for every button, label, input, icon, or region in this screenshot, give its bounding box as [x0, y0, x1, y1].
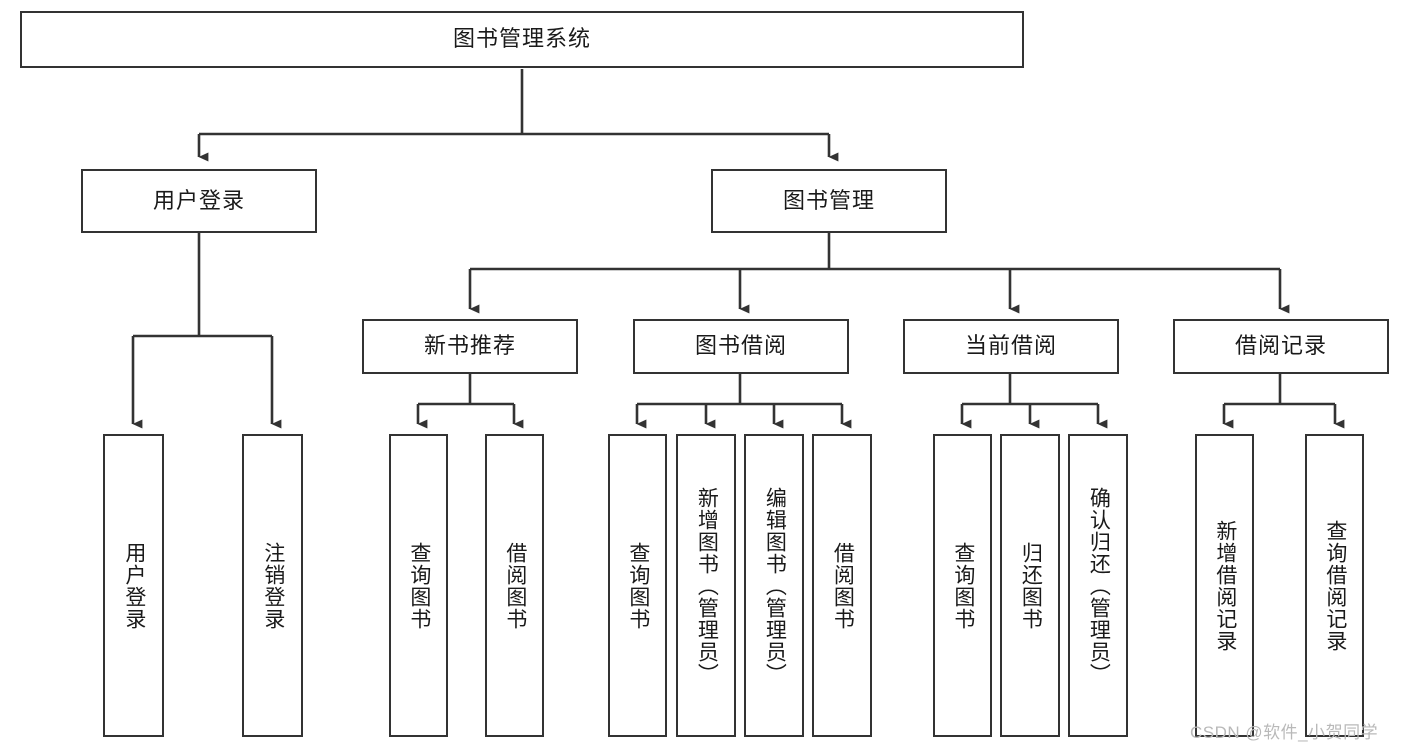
node-leaf-query-book-1[interactable]: 查询图书 [389, 434, 448, 737]
node-leaf-query-book-2[interactable]: 查询图书 [608, 434, 667, 737]
node-leaf-query-record-label: 查询借阅记录 [1323, 519, 1347, 652]
node-user-login[interactable]: 用户登录 [81, 169, 317, 233]
node-leaf-add-book[interactable]: 新增图书（管理员） [676, 434, 736, 737]
node-leaf-user-login-label: 用户登录 [122, 541, 146, 630]
node-user-login-label: 用户登录 [152, 187, 245, 213]
node-leaf-query-record[interactable]: 查询借阅记录 [1305, 434, 1364, 737]
node-leaf-user-login[interactable]: 用户登录 [103, 434, 164, 737]
node-book-manage[interactable]: 图书管理 [711, 169, 947, 233]
node-leaf-logout-login[interactable]: 注销登录 [242, 434, 303, 737]
node-leaf-return-book-label: 归还图书 [1019, 541, 1043, 630]
node-new-book-recommend[interactable]: 新书推荐 [362, 319, 578, 374]
node-book-borrow[interactable]: 图书借阅 [633, 319, 849, 374]
node-leaf-borrow-book-1-label: 借阅图书 [503, 541, 527, 630]
node-leaf-borrow-book-1[interactable]: 借阅图书 [485, 434, 544, 737]
node-leaf-logout-login-label: 注销登录 [261, 541, 285, 630]
node-borrow-record-label: 借阅记录 [1234, 333, 1327, 359]
node-borrow-record[interactable]: 借阅记录 [1173, 319, 1389, 374]
node-leaf-edit-book[interactable]: 编辑图书（管理员） [744, 434, 804, 737]
node-leaf-query-book-3-label: 查询图书 [951, 541, 975, 630]
node-root[interactable]: 图书管理系统 [20, 11, 1024, 68]
node-book-manage-label: 图书管理 [782, 187, 875, 213]
node-leaf-borrow-book-2[interactable]: 借阅图书 [812, 434, 872, 737]
node-leaf-add-record-label: 新增借阅记录 [1213, 519, 1237, 652]
node-leaf-edit-book-label: 编辑图书（管理员） [763, 486, 787, 685]
node-leaf-query-book-1-label: 查询图书 [407, 541, 431, 630]
csdn-watermark: CSDN @软件_小贺同学 [1190, 723, 1379, 742]
node-leaf-query-book-3[interactable]: 查询图书 [933, 434, 992, 737]
node-leaf-add-record[interactable]: 新增借阅记录 [1195, 434, 1254, 737]
node-current-borrow[interactable]: 当前借阅 [903, 319, 1119, 374]
node-leaf-return-book[interactable]: 归还图书 [1000, 434, 1060, 737]
node-leaf-confirm-return[interactable]: 确认归还（管理员） [1068, 434, 1128, 737]
node-leaf-confirm-return-label: 确认归还（管理员） [1087, 486, 1111, 685]
node-new-book-recommend-label: 新书推荐 [423, 333, 516, 359]
node-leaf-add-book-label: 新增图书（管理员） [695, 486, 719, 685]
node-root-label: 图书管理系统 [452, 26, 591, 52]
node-current-borrow-label: 当前借阅 [964, 333, 1057, 359]
node-leaf-query-book-2-label: 查询图书 [626, 541, 650, 630]
node-book-borrow-label: 图书借阅 [694, 333, 787, 359]
node-leaf-borrow-book-2-label: 借阅图书 [831, 541, 855, 630]
